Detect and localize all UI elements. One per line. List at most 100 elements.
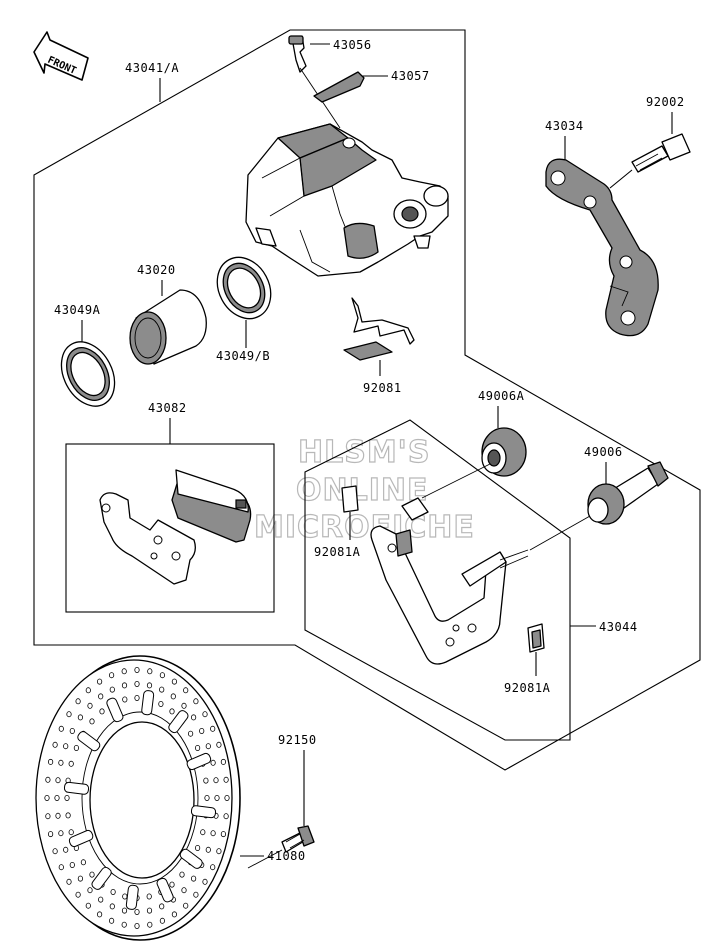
disc-hole [202,878,208,885]
disc-hole [223,813,229,820]
disc-hole [45,776,51,783]
disc-hole [146,682,153,689]
disc-hole [169,708,175,715]
disc-hole [68,760,74,767]
disc-hole [171,678,177,685]
disc-hole [224,795,230,802]
disc-hole [47,831,54,838]
disc-hole [89,718,95,725]
disc-hole [146,907,153,914]
disc-hole [199,728,205,735]
seal-b [216,256,272,320]
disc-hole [171,911,177,918]
assembly-outline [33,29,701,771]
label-49006: 49006 [584,445,623,459]
brake-pad-front [99,492,196,585]
caliper-holder [370,497,529,665]
disc-hole [134,909,140,916]
disc-hole [47,758,54,765]
disc-hole [183,687,189,694]
label-41080: 41080 [267,849,306,863]
disc-slot [77,731,101,752]
disc-hole [181,702,187,709]
disc-hole [170,693,176,700]
watermark: HLSM'S ONLINE MICROFICHE [253,434,474,545]
bracket-bolt [631,133,691,173]
disc-hole [134,695,140,702]
disc-slot [91,866,112,890]
disc-hole [75,891,81,898]
disc-hole [58,725,64,732]
label-43034: 43034 [545,119,584,133]
bleeder-valve [288,35,341,129]
label-92150: 92150 [278,733,317,747]
disc-hole [181,887,187,894]
bolt-axis-line [247,849,283,869]
disc-hole [205,743,211,750]
brake-pad-rear [171,469,252,543]
label-43041A: 43041/A [125,61,179,75]
piston [129,289,207,365]
disc-hole [52,848,58,855]
disc-hole [99,708,105,715]
disc-hole [203,777,209,784]
label-43049A: 43049A [54,303,101,317]
disc-hole [146,893,152,900]
disc-hole [52,741,58,748]
front-arrow-icon: FRONT [33,31,89,81]
disc-hole [97,678,103,685]
disc-hole [200,829,206,836]
disc-hole [195,845,201,852]
disc-hole [66,711,72,718]
disc-hole [87,702,93,709]
disc-hole [87,887,93,894]
label-43044: 43044 [599,620,638,634]
disc-slot [125,884,139,910]
label-43020: 43020 [137,263,176,277]
label-92081A-right: 92081A [504,681,551,695]
label-49006A: 49006A [478,389,525,403]
disc-hole [89,871,95,878]
disc-hole [68,829,74,836]
disc-hole [183,902,189,909]
disc-hole [110,889,116,896]
disc-hole [147,668,153,675]
disc-hole [147,921,153,928]
disc-hole [159,903,165,910]
disc-hole [213,777,219,784]
disc-hole [193,698,199,705]
disc-hole [69,862,75,869]
disc-hole [179,871,185,878]
disc-hole [54,795,60,802]
disc-hole [169,881,175,888]
disc-hole [195,745,201,752]
boot [587,483,625,525]
disc-hole [85,687,91,694]
disc-hole [55,777,61,784]
disc-hole [205,846,211,853]
disc-hole [98,896,104,903]
disc-hole [210,759,216,766]
disc-bolt [281,825,315,853]
disc-hole [109,917,115,924]
label-92081A-left: 92081A [314,545,361,559]
disc-hole [216,848,222,855]
disc-hole [75,698,81,705]
boot-a [481,427,527,477]
disc-hole [97,911,103,918]
pin-axis-line-a [421,463,491,499]
disc-vent-holes [44,667,230,930]
disc-hole [58,759,64,766]
disc-hole [121,921,127,928]
disc-hole [63,846,69,853]
disc-hole [214,795,220,802]
disc-hole [58,830,64,837]
seal-a [60,341,116,407]
watermark-line-1: HLSM'S [298,435,430,470]
bleeder-cap [313,71,365,103]
disc-hole [158,701,164,708]
disc-hole [44,795,50,802]
disc-hole [220,758,226,765]
disc-hole [220,831,226,838]
